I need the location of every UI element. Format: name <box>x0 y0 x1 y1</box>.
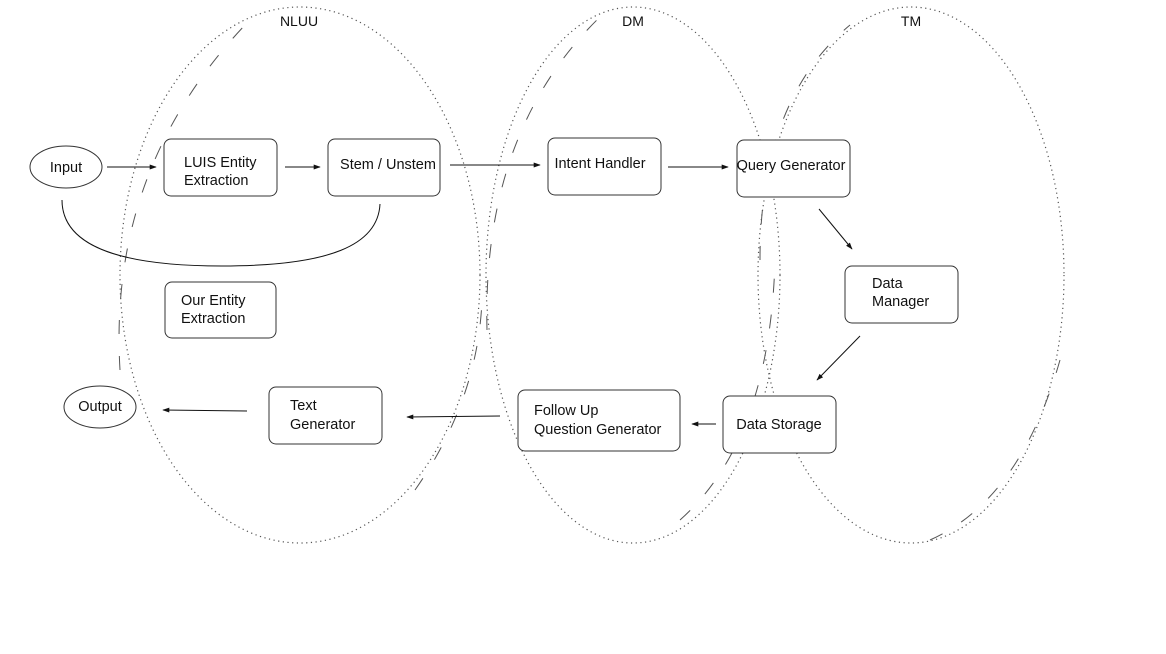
svg-text:Extraction: Extraction <box>181 311 245 327</box>
svg-text:Output: Output <box>78 399 122 415</box>
svg-text:Intent Handler: Intent Handler <box>554 156 645 172</box>
region-dm: DM <box>485 6 781 544</box>
node-our-entity-extraction: Our Entity Extraction <box>164 281 277 339</box>
edge-followup-to-textgenerator <box>406 414 501 420</box>
edge-query-to-datamanager <box>818 208 853 250</box>
node-output: Output <box>63 385 137 429</box>
node-luis-entity-extraction: LUIS Entity Extraction <box>163 138 278 197</box>
edge-datamanager-to-datastorage <box>816 335 861 381</box>
region-label-dm: DM <box>622 13 644 29</box>
region-label-tm: TM <box>901 13 921 29</box>
svg-text:Follow Up: Follow Up <box>534 403 598 419</box>
svg-text:Manager: Manager <box>872 294 929 310</box>
svg-text:Generator: Generator <box>290 417 355 433</box>
node-stem-unstem: Stem / Unstem <box>327 138 441 197</box>
svg-text:Data Storage: Data Storage <box>736 417 821 433</box>
svg-text:Question Generator: Question Generator <box>534 422 662 438</box>
svg-text:Input: Input <box>50 160 82 176</box>
node-follow-up-question-generator: Follow Up Question Generator <box>517 389 681 452</box>
node-data-manager: Data Manager <box>844 265 959 324</box>
nodes: Input LUIS Entity Extraction Stem / Unst… <box>29 137 959 454</box>
svg-text:LUIS Entity: LUIS Entity <box>184 155 257 171</box>
node-text-generator: Text Generator <box>268 386 383 445</box>
edge-textgenerator-to-output <box>162 407 248 413</box>
node-input: Input <box>29 145 103 189</box>
node-data-storage: Data Storage <box>722 395 837 454</box>
svg-text:Extraction: Extraction <box>184 173 248 189</box>
svg-text:Our Entity: Our Entity <box>181 293 246 309</box>
svg-text:Query Generator: Query Generator <box>737 158 846 174</box>
svg-text:Text: Text <box>290 398 317 414</box>
svg-text:Data: Data <box>872 276 904 292</box>
node-query-generator: Query Generator <box>736 139 851 198</box>
region-label-nluu: NLUU <box>280 13 318 29</box>
region-tm: TM <box>757 6 1065 544</box>
edge-input-to-stem-curve <box>61 199 381 267</box>
node-intent-handler: Intent Handler <box>547 137 662 196</box>
edges <box>61 162 861 427</box>
region-nluu: NLUU <box>118 6 483 544</box>
svg-text:Stem / Unstem: Stem / Unstem <box>340 157 436 173</box>
